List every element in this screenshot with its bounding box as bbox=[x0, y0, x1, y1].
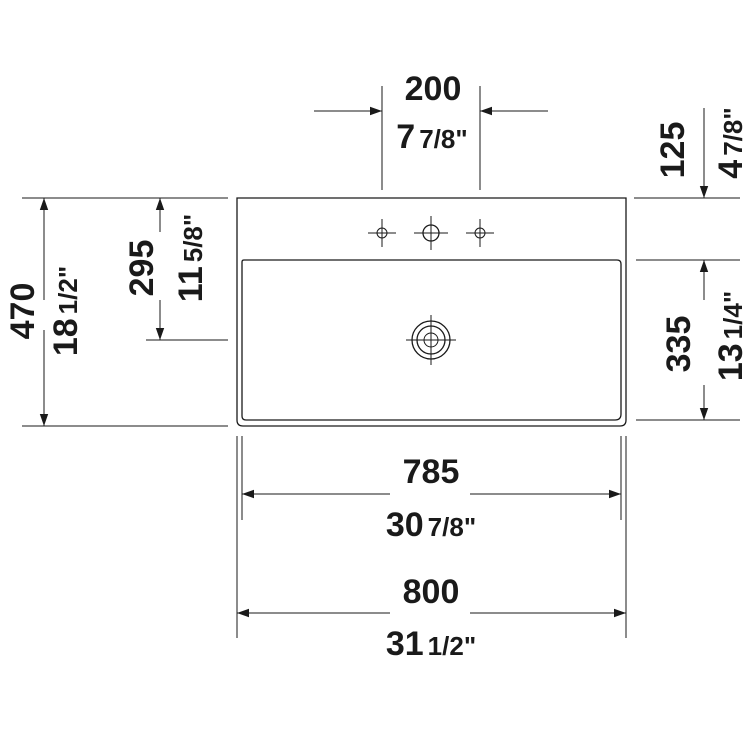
back-to-drain-inch: 115/8" bbox=[172, 214, 210, 302]
back-to-drain-mm: 295 bbox=[123, 240, 161, 297]
drain bbox=[406, 315, 456, 365]
bowl-depth-inch: 131/4" bbox=[712, 291, 750, 381]
tap-hole-center bbox=[414, 216, 448, 250]
basin-outline bbox=[236, 197, 627, 427]
total-depth-inch: 181/2" bbox=[47, 266, 85, 356]
outer-width-mm: 800 bbox=[403, 573, 460, 611]
tap-hole-left bbox=[368, 219, 396, 247]
dimension-bowl-depth: 335 131/4" bbox=[636, 259, 750, 421]
tap-spacing-mm: 200 bbox=[405, 70, 462, 108]
tap-hole-right bbox=[466, 219, 494, 247]
inner-width-mm: 785 bbox=[403, 453, 460, 491]
dimension-top-offset: 125 47/8" bbox=[634, 107, 750, 199]
dimension-total-depth: 470 181/2" bbox=[4, 197, 228, 427]
top-offset-mm: 125 bbox=[654, 122, 692, 179]
dimension-back-to-drain: 295 115/8" bbox=[123, 198, 228, 341]
top-offset-inch: 47/8" bbox=[712, 107, 750, 178]
total-depth-mm: 470 bbox=[4, 283, 42, 340]
bowl-depth-mm: 335 bbox=[660, 316, 698, 373]
